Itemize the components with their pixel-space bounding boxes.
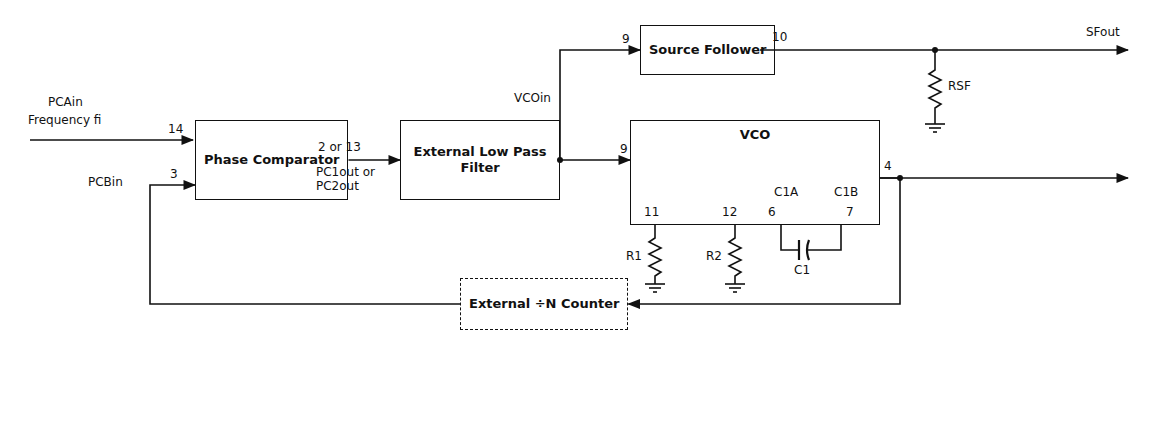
signal-label: 7 [846, 206, 854, 220]
capacitor-symbol [798, 240, 800, 260]
source-follower-box: Source Follower [640, 25, 775, 75]
resistor-symbol [929, 50, 941, 124]
output-wire [760, 49, 1128, 51]
signal-label: C1 [794, 264, 810, 278]
vco-box: VCO [630, 120, 880, 225]
signal-label: 9 [622, 33, 630, 47]
resistor-symbol [729, 225, 741, 284]
signal-label: PC1out or PC2out [316, 166, 378, 194]
junction-dot [932, 47, 938, 53]
capacitor-symbol [807, 240, 809, 260]
node-label: External Low Pass Filter [409, 144, 551, 175]
signal-label: 4 [884, 160, 892, 174]
ground-symbol [729, 287, 741, 289]
signal-label: 11 [644, 206, 659, 220]
signal-label: RSF [948, 80, 971, 94]
signal-label: 3 [170, 168, 178, 182]
signal-label: R2 [706, 250, 722, 264]
node-label: Source Follower [649, 42, 766, 58]
signal-connector [150, 185, 460, 304]
ground-symbol [645, 283, 665, 285]
signal-label: R1 [626, 250, 642, 264]
ground-symbol [725, 283, 745, 285]
ground-symbol [933, 131, 937, 133]
filter-box: External Low Pass Filter [400, 120, 560, 200]
signal-connector [560, 50, 640, 160]
ground-symbol [653, 291, 657, 293]
signal-label: C1B [834, 186, 858, 200]
signal-label: VCOin [514, 92, 551, 106]
signal-label: 6 [768, 206, 776, 220]
signal-label: 12 [722, 206, 737, 220]
node-label: External ÷N Counter [469, 296, 619, 312]
ground-symbol [929, 127, 941, 129]
signal-label: 2 or 13 [318, 141, 361, 155]
ground-symbol [925, 123, 945, 125]
signal-label: SFout [1086, 26, 1120, 40]
ground-symbol [733, 291, 737, 293]
output-wire [880, 177, 1128, 179]
signal-connector [628, 178, 900, 304]
ground-symbol [649, 287, 661, 289]
signal-label: PCAin [48, 96, 83, 110]
signal-label: 14 [168, 123, 183, 137]
signal-label: 9 [620, 143, 628, 157]
signal-connector [560, 159, 630, 161]
signal-connector [348, 159, 400, 161]
signal-label: Frequency fi [28, 114, 101, 128]
capacitor-wire [781, 225, 799, 250]
signal-label: PCBin [88, 176, 123, 190]
input-wire [30, 139, 193, 141]
counter-box: External ÷N Counter [460, 278, 628, 330]
capacitor-wire [807, 225, 841, 250]
node-label: VCO [740, 127, 771, 143]
resistor-symbol [649, 225, 661, 284]
signal-label: C1A [774, 186, 798, 200]
signal-label: 10 [772, 31, 787, 45]
